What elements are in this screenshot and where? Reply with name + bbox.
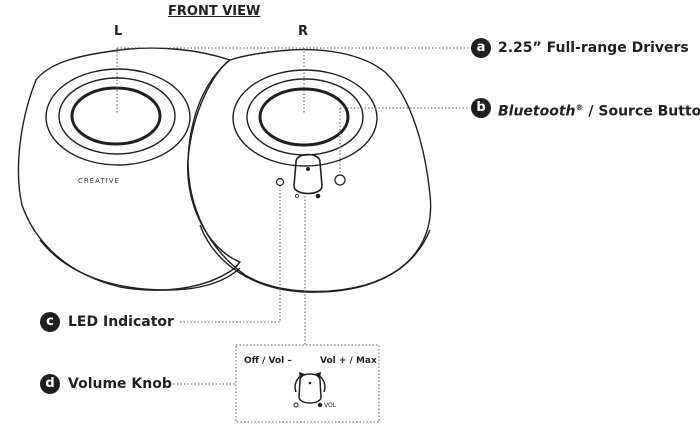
right-driver-ring: [258, 87, 350, 147]
bluetooth-button: [334, 174, 346, 186]
callout-a-label: 2.25” Full-range Drivers: [498, 40, 689, 56]
detail-knob-dot: [308, 381, 312, 385]
volume-knob-front: [293, 153, 323, 195]
source-button-text: / Source Button: [583, 103, 700, 120]
detail-vol-marker: [317, 402, 323, 408]
right-speaker-label: R: [298, 24, 309, 39]
left-speaker-body: [17, 47, 242, 291]
detail-off-marker: [293, 402, 299, 408]
knob-vol-plus-max-label: Vol + / Max: [320, 356, 377, 366]
leader-b: [339, 107, 470, 176]
left-driver-mid: [58, 77, 176, 155]
right-speaker-base: [199, 224, 431, 293]
detail-knob-front: [298, 373, 322, 404]
callout-a-badge: a: [471, 38, 491, 58]
left-speaker-base: [39, 239, 241, 291]
diagram-title: FRONT VIEW: [168, 4, 261, 19]
callout-d-badge: d: [40, 374, 60, 394]
detail-arrowhead-right: [315, 372, 321, 379]
callout-b-badge: b: [471, 98, 491, 118]
left-driver-ring: [70, 86, 162, 146]
detail-arrowhead-left: [299, 372, 305, 379]
brand-logo-text: CREATIVE: [78, 177, 120, 185]
callout-c-badge: c: [40, 312, 60, 332]
off-marker: [294, 193, 299, 198]
registered-mark: ®: [575, 103, 584, 112]
led-indicator-dot: [275, 177, 285, 187]
left-driver-outer: [45, 68, 191, 166]
vol-marker: [315, 193, 321, 199]
knob-vol-label: VOL: [324, 402, 337, 409]
knob-detail-box: [235, 344, 380, 423]
left-speaker-label: L: [114, 24, 123, 39]
bluetooth-word: Bluetooth: [498, 103, 576, 120]
callout-d-label: Volume Knob: [68, 376, 172, 392]
knob-dot: [306, 166, 311, 171]
right-driver-outer: [232, 69, 378, 167]
callout-c-label: LED Indicator: [68, 314, 174, 330]
knob-off-vol-minus-label: Off / Vol –: [244, 356, 292, 366]
callout-b-label: Bluetooth® / Source Button: [498, 100, 700, 120]
